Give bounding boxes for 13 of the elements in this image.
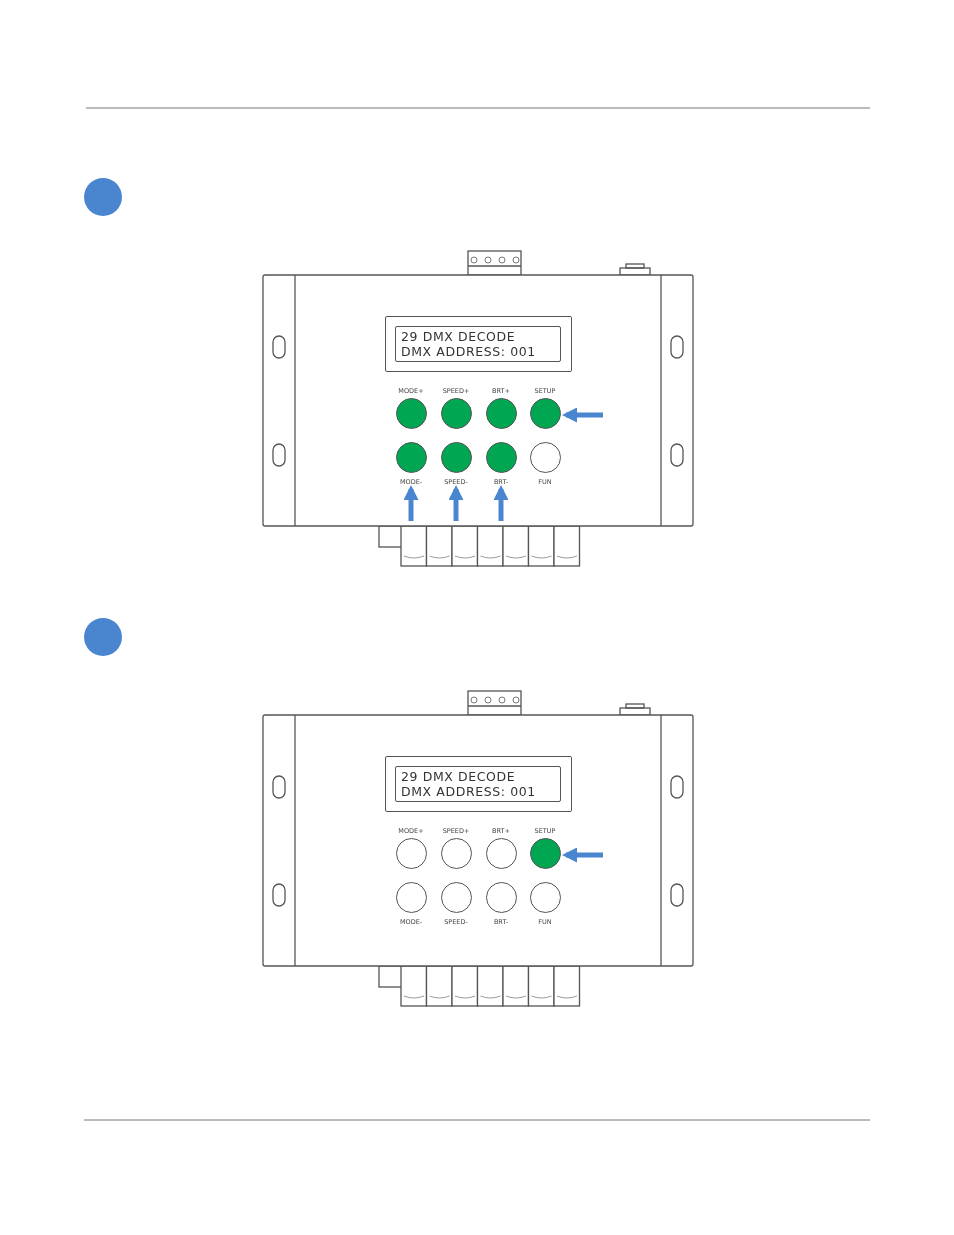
display-text: DMX ADDRESS: 001 <box>401 344 537 359</box>
arrow <box>493 485 509 521</box>
arrow <box>403 485 419 521</box>
lcd-display <box>385 316 572 372</box>
arrow <box>448 485 464 521</box>
lcd-display <box>385 756 572 812</box>
arrow <box>562 407 603 423</box>
step-marker <box>84 178 122 216</box>
display-text: 29 DMX DECODE <box>401 769 517 784</box>
arrow <box>562 847 603 863</box>
display-text: DMX ADDRESS: 001 <box>401 784 537 799</box>
display-text: 29 DMX DECODE <box>401 329 517 344</box>
step-marker <box>84 618 122 656</box>
